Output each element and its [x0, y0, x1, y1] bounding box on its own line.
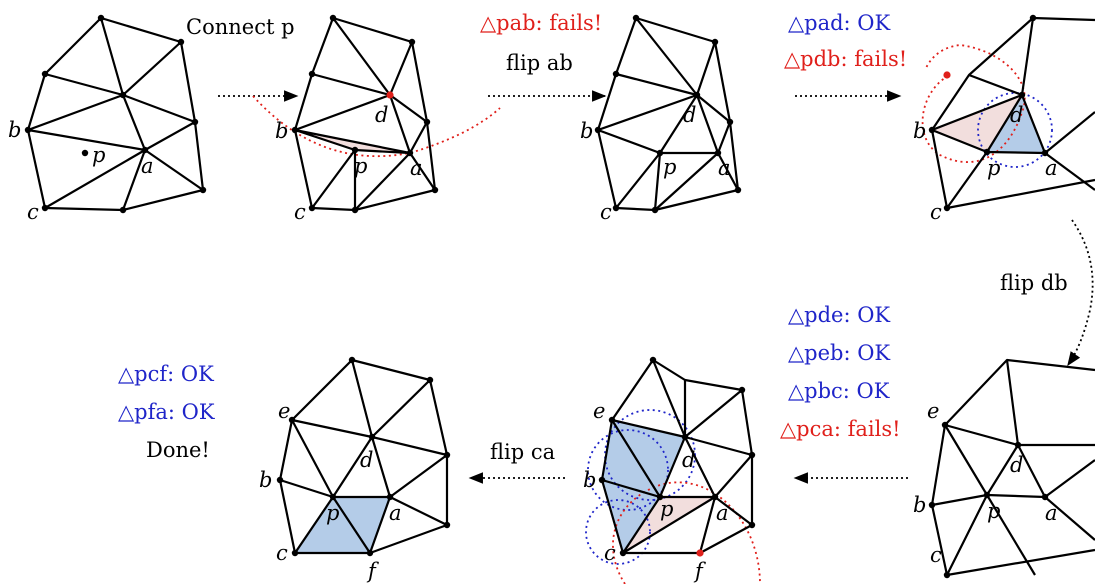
- panel-3-after-flip-ab: b c d p a: [580, 14, 742, 224]
- vertex-label-a: a: [716, 501, 729, 525]
- vertex-label-f: f: [366, 559, 379, 583]
- vertex-label-a: a: [410, 156, 423, 180]
- panel-2-pab-fails: b c d p a: [252, 14, 501, 224]
- caption-pca-fails: △pca: fails!: [780, 417, 901, 441]
- vertex-label-a: a: [389, 501, 402, 525]
- caption-flip-db: flip db: [1000, 271, 1068, 295]
- panel-1-initial: b c p a: [8, 14, 207, 224]
- panel-5-after-flip-db: e b c d p a: [913, 358, 1095, 579]
- vertex-label-p: p: [987, 156, 1000, 180]
- vertex-label-p: p: [660, 497, 673, 521]
- vertex-label-d: d: [1010, 103, 1023, 127]
- vertex-label-b: b: [275, 119, 288, 143]
- vertex-label-d: d: [375, 103, 388, 127]
- vertex-label-c: c: [604, 541, 616, 565]
- vertex-label-b: b: [259, 468, 272, 492]
- caption-peb-ok: △peb: OK: [788, 341, 890, 365]
- caption-flip-ab: flip ab: [506, 51, 573, 75]
- vertex-label-a: a: [1045, 501, 1058, 525]
- vertex-label-d: d: [683, 103, 696, 127]
- vertex-label-c: c: [930, 200, 942, 224]
- vertex-label-c: c: [294, 200, 306, 224]
- vertex-label-c: c: [276, 541, 288, 565]
- vertex-label-b: b: [580, 119, 593, 143]
- vertex-label-d: d: [1010, 453, 1023, 477]
- vertex-label-f: f: [693, 559, 706, 583]
- vertex-label-d: d: [682, 448, 695, 472]
- caption-pad-ok: △pad: OK: [788, 11, 891, 35]
- vertex-label-p: p: [663, 155, 676, 179]
- vertex-label-e: e: [278, 399, 290, 423]
- panel-6-pca-fails: e b c d p a f: [583, 356, 761, 584]
- vertex-label-a: a: [141, 154, 154, 178]
- vertex-label-b: b: [8, 118, 21, 142]
- vertex-label-c: c: [27, 200, 39, 224]
- vertex-label-p: p: [987, 499, 1000, 523]
- caption-pfa-ok: △pfa: OK: [118, 400, 215, 424]
- vertex-label-c: c: [600, 200, 612, 224]
- vertex-label-b: b: [583, 468, 596, 492]
- vertex-label-e: e: [927, 399, 939, 423]
- vertex-label-a: a: [718, 156, 731, 180]
- vertex-label-a: a: [1045, 156, 1058, 180]
- vertex-label-b: b: [913, 493, 926, 517]
- vertex-label-p: p: [326, 501, 339, 525]
- caption-pbc-ok: △pbc: OK: [788, 379, 890, 403]
- caption-pde-ok: △pde: OK: [788, 303, 890, 327]
- caption-done: Done!: [146, 438, 210, 462]
- panel-4-pdb-fails: b c d p a: [913, 14, 1095, 224]
- vertex-label-c: c: [930, 543, 942, 567]
- caption-pab-fails: △pab: fails!: [480, 11, 602, 35]
- vertex-label-e: e: [593, 399, 605, 423]
- caption-pcf-ok: △pcf: OK: [118, 362, 214, 386]
- caption-connect-p: Connect p: [186, 15, 295, 39]
- panel-7-done: e b c d p a f: [259, 356, 451, 583]
- vertex-label-p: p: [92, 143, 105, 167]
- vertex-label-p: p: [354, 154, 367, 178]
- caption-flip-ca: flip ca: [490, 440, 555, 464]
- arrow-step-4: [1067, 219, 1094, 367]
- vertex-label-d: d: [360, 448, 373, 472]
- caption-pdb-fails: △pdb: fails!: [784, 47, 907, 71]
- vertex-label-b: b: [913, 119, 926, 143]
